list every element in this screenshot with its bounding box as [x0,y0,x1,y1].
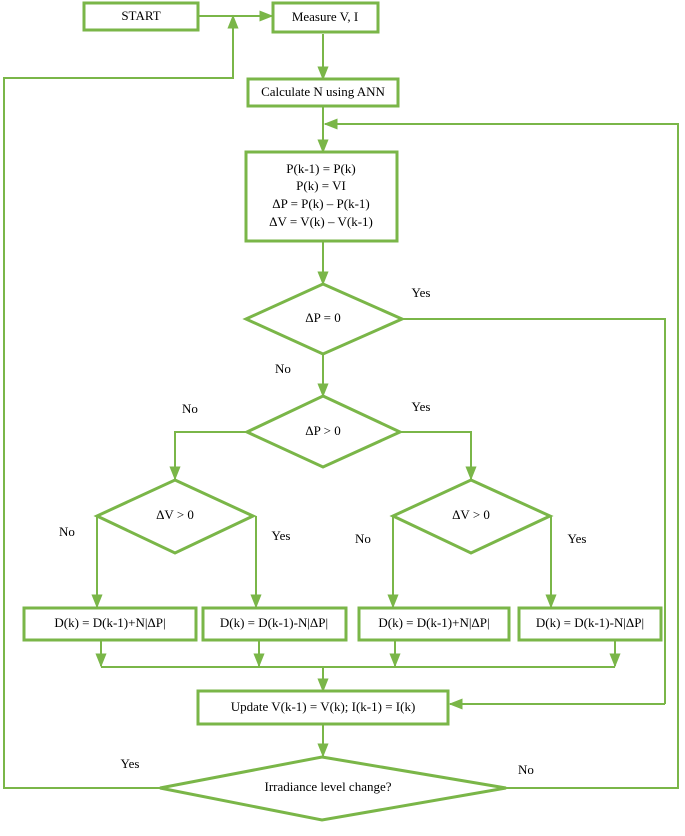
d2-text: D(k) = D(k-1)-N|ΔP| [220,615,328,630]
d4-text: D(k) = D(k-1)-N|ΔP| [536,615,644,630]
edge-dppos-yes [400,431,477,481]
label-dv-left-yes: Yes [272,528,291,543]
d3-node [357,606,511,642]
d1-node [22,606,198,642]
d4-node [517,606,663,642]
compute-line-2: P(k) = VI [296,178,346,193]
update-node [196,689,450,726]
d2-node [201,606,348,642]
update-text: Update V(k-1) = V(k); I(k-1) = I(k) [231,699,416,714]
irradiance-text: Irradiance level change? [264,779,391,794]
calc-n-text: Calculate N using ANN [261,84,385,99]
compute-line-3: ΔP = P(k) – P(k-1) [272,196,370,211]
dp-zero-decision [242,282,406,356]
dp-pos-text: ΔP > 0 [305,423,340,438]
label-dp-zero-yes: Yes [412,285,431,300]
label-dv-right-no: No [355,531,371,546]
label-irr-no: No [518,762,534,777]
edge-irr-yes-loop [3,14,239,789]
edge-dppos-no [169,431,247,481]
irradiance-decision [159,755,507,822]
dv-pos-right-text: ΔV > 0 [452,507,490,522]
d3-text: D(k) = D(k-1)+N|ΔP| [378,615,489,630]
dv-pos-left-text: ΔV > 0 [156,507,194,522]
dv-pos-right-decision [389,478,554,555]
label-dv-right-yes: Yes [568,531,587,546]
edge-dpzero-yes-bus [402,318,666,704]
label-irr-yes: Yes [121,756,140,771]
label-dp-pos-yes: Yes [412,399,431,414]
start-node [82,1,200,32]
calc-n-node [246,77,400,108]
dv-pos-left-decision [93,478,257,555]
measure-node [271,1,380,34]
compute-line-4: ΔV = V(k) – V(k-1) [269,214,373,229]
dp-pos-decision [243,394,404,469]
label-dp-pos-no: No [182,401,198,416]
start-text: START [121,8,160,23]
compute-node [244,150,399,243]
d1-text: D(k) = D(k-1)+N|ΔP| [54,615,165,630]
dp-zero-text: ΔP = 0 [305,310,340,325]
compute-line-1: P(k-1) = P(k) [286,161,355,176]
edge-irr-no-loop [323,118,679,789]
measure-text: Measure V, I [292,9,358,24]
label-dv-left-no: No [59,524,75,539]
label-dp-zero-no: No [275,361,291,376]
